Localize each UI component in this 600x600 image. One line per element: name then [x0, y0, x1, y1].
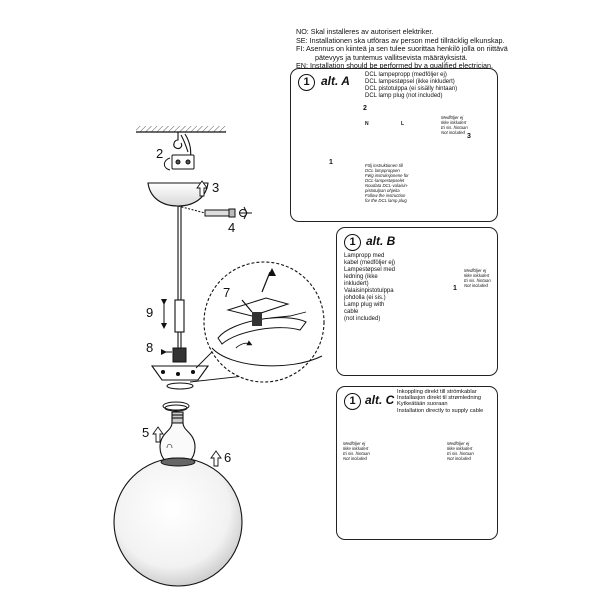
warning-se: SE: Installationen ska utföras av person… — [296, 35, 505, 45]
warning-fi-cont: pätevyys ja tuntemus vallitsevista määrä… — [315, 52, 468, 62]
panel-alt-c: 1 alt. C Inkoppling direkt till strömkab… — [336, 386, 498, 540]
step-4: 4 — [228, 220, 236, 235]
panel-alt-b: 1 alt. B Lampropp med kabel (medföljer e… — [336, 227, 498, 376]
step-5: 5 — [142, 425, 150, 440]
panel-alt-a: 1 alt. A DCL lampepropp (medföljer ej) D… — [290, 68, 498, 222]
substep-1: 1 — [453, 285, 457, 292]
panel-description: Inkoppling direkt till strömkablar Insta… — [397, 389, 484, 414]
panel-number: 1 — [344, 393, 361, 410]
panel-title: alt. B — [366, 234, 396, 248]
terminal-block — [163, 154, 195, 171]
not-included-note: Medföljer ej Ikke inkludert Ei sis. hint… — [464, 268, 491, 288]
step-9: 9 — [146, 305, 154, 320]
zoom-detail — [189, 261, 325, 383]
not-included-note: Medföljer ej Ikke inkludert Ei sis. hint… — [343, 441, 370, 461]
follow-instruction: Följ instruktionen till DCL lampproppen … — [365, 163, 409, 203]
substep-3: 3 — [467, 133, 471, 140]
warning-fi: FI: Asennus on kiinteä ja sen tulee suor… — [296, 44, 508, 54]
step-8: 8 — [146, 340, 154, 355]
panel-number: 1 — [298, 74, 315, 91]
electrician-warning: NO: Skal installeres av autorisert elekt… — [296, 27, 596, 71]
arrow-up-icon — [196, 180, 208, 197]
warning-no: NO: Skal installeres av autorisert elekt… — [296, 27, 434, 36]
step-6: 6 — [224, 450, 232, 465]
substep-1: 1 — [329, 159, 333, 166]
panel-title: alt. A — [321, 74, 350, 88]
not-included-note: Medföljer ej Ikke inkludert Ei sis. hint… — [441, 115, 468, 135]
ceiling — [136, 126, 226, 133]
not-included-note-right: Medföljer ej Ikke inkludert Ei sis. hint… — [447, 441, 474, 461]
terminal-n: N — [365, 121, 369, 127]
step-2: 2 — [156, 146, 164, 161]
terminal-l: L — [401, 121, 405, 127]
screwdriver-hint-icon — [239, 209, 247, 217]
step-7: 7 — [223, 285, 231, 300]
lock-ring — [162, 401, 190, 412]
arrow-up-icon — [152, 426, 164, 443]
substep-2: 2 — [363, 105, 367, 112]
panel-description: Lampropp med kabel (medföljer ej) Lampes… — [344, 253, 396, 322]
panel-description: DCL lampepropp (medföljer ej) DCL lampes… — [365, 72, 458, 99]
panel-title: alt. C — [365, 393, 395, 407]
panel-number: 1 — [344, 234, 361, 251]
shade-holder — [150, 365, 210, 390]
step-3: 3 — [212, 180, 220, 195]
lamp-socket — [161, 347, 187, 363]
glass-globe — [113, 457, 243, 587]
canopy-screw — [177, 205, 252, 220]
arrow-up-icon — [210, 450, 222, 467]
suspension-cable — [174, 206, 185, 348]
warning-en: EN: Installation should be performed by … — [296, 61, 493, 71]
